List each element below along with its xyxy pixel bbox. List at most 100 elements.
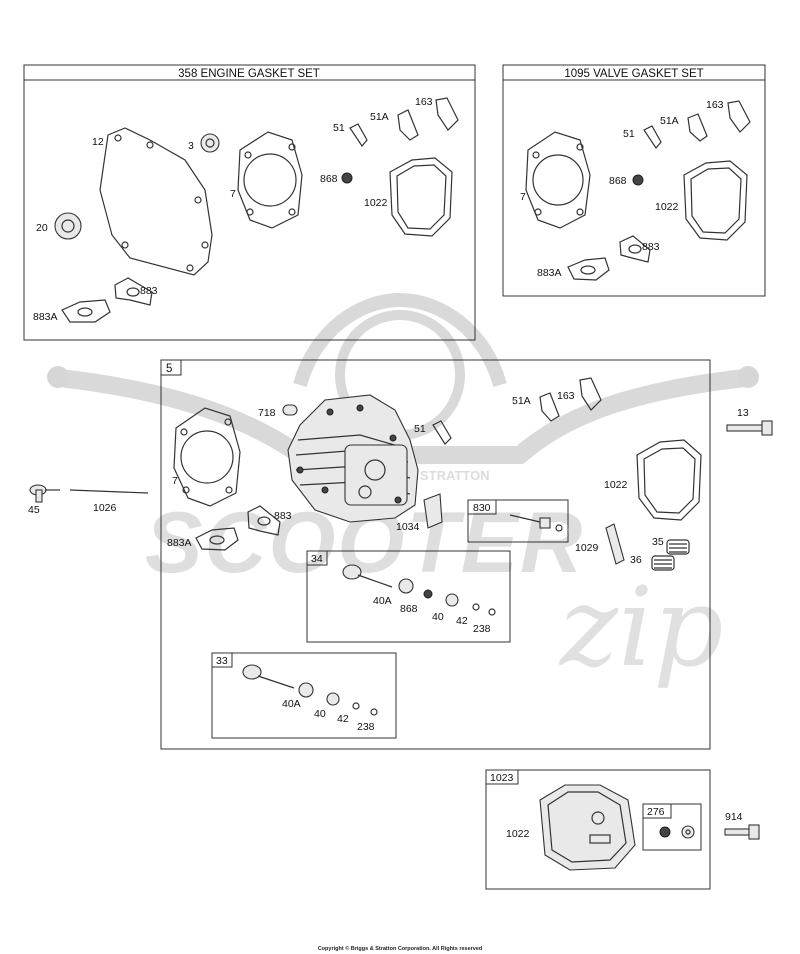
outside-parts: 45 1026 13 914 xyxy=(28,407,773,840)
gasket-51 xyxy=(349,123,368,148)
crankcase-gasket xyxy=(99,127,213,276)
panel-border xyxy=(485,769,711,890)
panel-cylinder-head: 5 xyxy=(160,359,711,750)
intake-gasket xyxy=(195,527,239,551)
part-label: 51 xyxy=(623,128,635,140)
head-gasket xyxy=(173,407,241,507)
part-label: 1026 xyxy=(93,502,117,514)
part-label: 35 xyxy=(652,536,664,548)
part-label: 868 xyxy=(400,603,418,615)
cover-screw xyxy=(724,828,751,836)
subbox-title: 830 xyxy=(473,502,491,514)
part-label: 7 xyxy=(520,191,526,203)
part-label: 42 xyxy=(456,615,468,627)
panel-valve-gasket-set: 1095 VALVE GASKET SET 163 51A 51 868 7 1… xyxy=(502,64,766,297)
subbox-830: 830 xyxy=(467,499,569,543)
washer xyxy=(298,682,314,698)
rocker-arm xyxy=(605,523,625,565)
part-label: 883A xyxy=(537,267,562,279)
cylinder-head xyxy=(287,394,419,523)
part-label: 42 xyxy=(337,713,349,725)
part-label: 868 xyxy=(609,175,627,187)
gasket-51a xyxy=(539,392,560,422)
tappet-stem xyxy=(35,489,43,503)
part-label: 883 xyxy=(140,285,158,297)
intake-gasket xyxy=(61,299,111,323)
head-gasket xyxy=(525,131,591,229)
oil-seal xyxy=(54,212,82,240)
adjuster-nut xyxy=(539,517,551,529)
part-label: 238 xyxy=(473,623,491,635)
subbox-title: 34 xyxy=(311,553,323,565)
panel-valve-cover: 1023 276 1022 xyxy=(485,769,711,890)
push-rod xyxy=(69,489,149,494)
subbox-33: 33 40A 40 42 238 xyxy=(211,652,397,739)
part-label: 40 xyxy=(432,611,444,623)
subbox-34: 34 40A 868 40 42 238 xyxy=(306,550,511,643)
part-label: 883 xyxy=(642,241,660,253)
part-label: 1034 xyxy=(396,521,420,533)
gasket-163 xyxy=(435,97,459,131)
part-label: 883A xyxy=(33,311,58,323)
part-label: 51A xyxy=(660,115,679,127)
cover-gasket xyxy=(389,157,453,237)
part-label: 163 xyxy=(415,96,433,108)
watermark-script-text: zip xyxy=(558,563,724,691)
part-label: 40 xyxy=(314,708,326,720)
cover-screw-head xyxy=(748,824,760,840)
panel-title: 358 ENGINE GASKET SET xyxy=(178,68,320,80)
head-gasket xyxy=(237,131,303,229)
part-label: 868 xyxy=(320,173,338,185)
part-label: 51A xyxy=(370,111,389,123)
part-label: 1029 xyxy=(575,542,599,554)
part-label: 51 xyxy=(414,423,426,435)
subbox-title: 33 xyxy=(216,655,228,667)
part-label: 3 xyxy=(188,140,194,152)
part-label: 1022 xyxy=(655,201,679,213)
copyright-text: Copyright © Briggs & Stratton Corporatio… xyxy=(318,945,483,952)
plate-1034 xyxy=(423,493,443,529)
washer xyxy=(398,578,414,594)
nut-868 xyxy=(341,172,353,184)
gasket-163 xyxy=(727,100,751,133)
exhaust-gasket xyxy=(247,505,281,536)
gasket-51 xyxy=(643,125,662,150)
panel-title: 1023 xyxy=(490,772,514,784)
part-label: 883A xyxy=(167,537,192,549)
part-label: 40A xyxy=(282,698,301,710)
part-label: 1022 xyxy=(506,828,530,840)
panel-border xyxy=(502,64,766,297)
part-label: 718 xyxy=(258,407,276,419)
gasket-51 xyxy=(432,420,452,445)
intake-gasket xyxy=(567,257,610,281)
valve-springs xyxy=(651,539,690,571)
part-label: 12 xyxy=(92,136,104,148)
valve xyxy=(342,564,362,580)
head-bolt xyxy=(726,424,764,432)
gasket-51a xyxy=(397,109,419,141)
part-label: 914 xyxy=(725,811,743,823)
subbox-276: 276 xyxy=(642,803,702,851)
gasket-51a xyxy=(687,113,708,142)
panel-border xyxy=(23,64,476,341)
exhaust-gasket xyxy=(619,235,651,263)
oil-seal xyxy=(200,133,220,153)
part-label: 7 xyxy=(172,475,178,487)
cover-gasket xyxy=(683,160,748,241)
part-label: 163 xyxy=(706,99,724,111)
panel-title: 5 xyxy=(166,363,172,375)
head-bolt-head xyxy=(761,420,773,436)
part-label: 51 xyxy=(333,122,345,134)
part-label: 36 xyxy=(630,554,642,566)
part-label: 45 xyxy=(28,504,40,516)
part-label: 238 xyxy=(357,721,375,733)
part-label: 40A xyxy=(373,595,392,607)
part-label: 1022 xyxy=(604,479,628,491)
part-label: 13 xyxy=(737,407,749,419)
valve xyxy=(242,664,262,680)
watermark-small-text: STRATTON xyxy=(420,468,490,483)
nut-868 xyxy=(632,174,644,186)
cover-gasket xyxy=(636,439,702,521)
part-label: 51A xyxy=(512,395,531,407)
